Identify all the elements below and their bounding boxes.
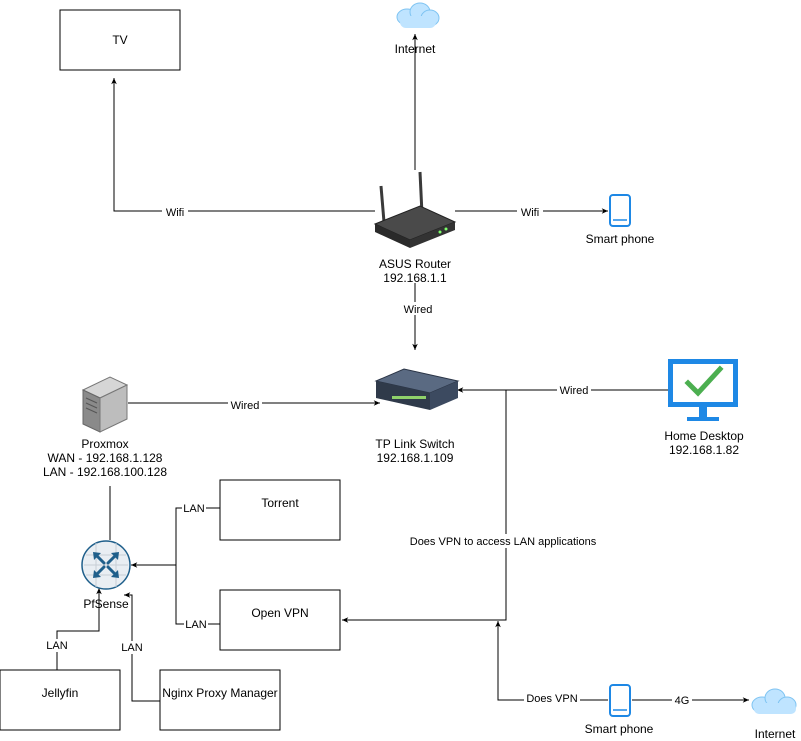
smartphone-icon [609, 194, 631, 227]
jellyfin-node[interactable]: Jellyfin [0, 669, 121, 731]
edge-label-phone-does-vpn: Does VPN [526, 693, 577, 705]
edge-label-router-switch: Wired [404, 304, 433, 316]
desktop-ip: 192.168.1.82 [669, 443, 739, 457]
desktop-label: Home Desktop [664, 429, 744, 443]
tv-label: TV [112, 33, 127, 47]
pfsense-node[interactable]: PfSense [81, 540, 131, 611]
openvpn-node[interactable]: Open VPN [219, 589, 341, 651]
switch-label: TP Link Switch [375, 437, 454, 451]
cloud-icon [751, 688, 797, 714]
smartphone-bottom-node[interactable]: Smart phone [585, 684, 654, 736]
edge-label-pfsense-torrent: LAN [183, 503, 204, 515]
internet-bottom-node[interactable]: Internet [751, 688, 797, 741]
edge-label-jellyfin-pfsense: LAN [46, 640, 67, 652]
edge-switch-openvpn [342, 390, 507, 623]
monitor-check-icon [668, 359, 738, 421]
edge-label-nginx-pfsense: LAN [121, 642, 142, 654]
smartphone-top-label: Smart phone [586, 232, 655, 246]
internet-top-node[interactable]: Internet [395, 2, 440, 56]
cloud-icon [396, 2, 440, 28]
edge-label-router-tv: Wifi [166, 207, 184, 219]
switch-ip: 192.168.1.109 [377, 451, 454, 465]
edge-torrent-pfsense [131, 507, 220, 568]
edge-label-phone-4g: 4G [675, 695, 690, 707]
switch-node[interactable]: TP Link Switch 192.168.1.109 [374, 368, 460, 465]
server-icon [81, 376, 129, 433]
smartphone-icon [609, 684, 631, 717]
torrent-label: Torrent [261, 496, 299, 510]
proxmox-node[interactable]: Proxmox WAN - 192.168.1.128 LAN - 192.16… [43, 376, 167, 479]
smartphone-top-node[interactable]: Smart phone [586, 194, 655, 246]
torrent-node[interactable]: Torrent [219, 479, 341, 541]
edge-label-desktop-switch: Wired [560, 385, 589, 397]
edge-label-router-phone: Wifi [521, 207, 539, 219]
edge-label-proxmox-switch: Wired [231, 400, 260, 412]
router-label: ASUS Router [379, 257, 451, 271]
edge-label-pfsense-openvpn: LAN [185, 619, 206, 631]
nginx-label: Nginx Proxy Manager [162, 686, 277, 700]
edge-router-tv [111, 78, 375, 212]
router-node[interactable]: ASUS Router 192.168.1.1 [373, 171, 457, 285]
router-ip: 192.168.1.1 [383, 271, 447, 285]
edge-phone-vpn [495, 621, 608, 701]
firewall-router-icon [81, 540, 131, 590]
proxmox-label: Proxmox [81, 437, 128, 451]
proxmox-lan: LAN - 192.168.100.128 [43, 465, 167, 479]
desktop-node[interactable]: Home Desktop 192.168.1.82 [664, 359, 744, 457]
edge-openvpn-pfsense [175, 565, 220, 625]
nginx-node[interactable]: Nginx Proxy Manager [159, 669, 281, 731]
pfsense-label: PfSense [83, 597, 129, 611]
proxmox-wan: WAN - 192.168.1.128 [48, 451, 163, 465]
internet-bottom-label: Internet [755, 727, 796, 741]
openvpn-label: Open VPN [251, 606, 308, 620]
internet-top-label: Internet [395, 42, 436, 56]
jellyfin-label: Jellyfin [42, 686, 79, 700]
tv-node[interactable]: TV [59, 9, 181, 71]
switch-icon [374, 368, 460, 410]
router-icon [373, 171, 457, 248]
smartphone-bottom-label: Smart phone [585, 722, 654, 736]
edge-label-vpn-note: Does VPN to access LAN applications [410, 536, 597, 548]
